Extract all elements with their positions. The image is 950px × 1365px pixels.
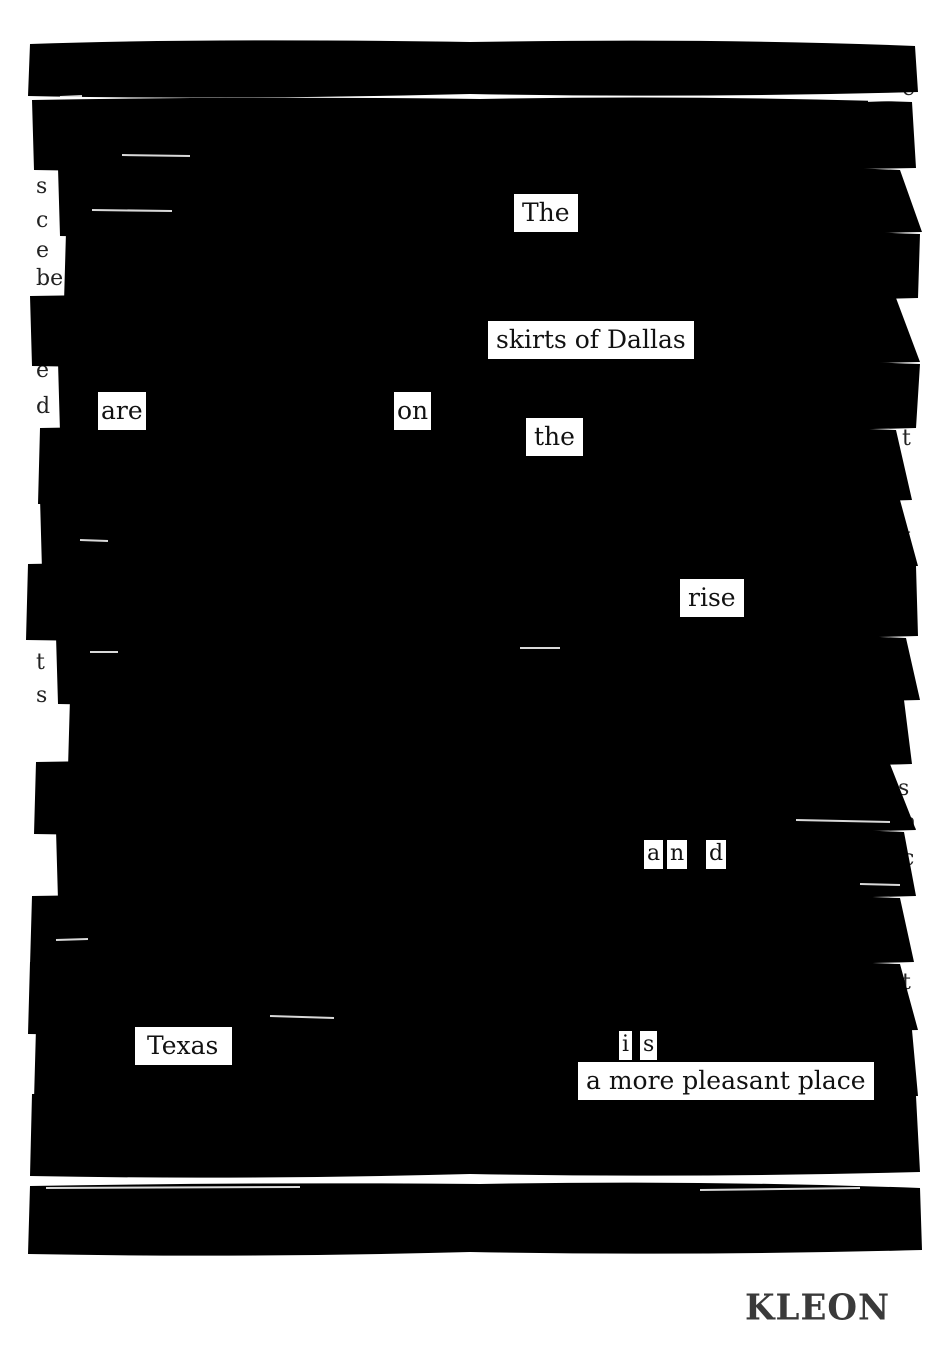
marker-stroke xyxy=(30,892,914,968)
marker-stroke xyxy=(28,40,918,98)
revealed-word-skirts-of-dallas: skirts of Dallas xyxy=(488,321,694,359)
margin-letter: be xyxy=(36,266,64,291)
marker-scratch xyxy=(121,154,191,157)
margin-letter: t xyxy=(902,426,911,451)
revealed-word-rise: rise xyxy=(680,579,744,617)
marker-stroke xyxy=(68,694,912,770)
marker-scratch xyxy=(91,209,173,212)
artist-signature: KLEON xyxy=(745,1287,891,1329)
marker-scratch xyxy=(269,1015,335,1019)
marker-scratch xyxy=(55,938,89,941)
revealed-letter-d: d xyxy=(706,840,727,869)
marker-stroke xyxy=(38,424,912,506)
revealed-letter-s: s xyxy=(640,1031,658,1060)
marker-stroke xyxy=(64,228,920,304)
revealed-word-on: on xyxy=(394,392,432,430)
marker-stroke xyxy=(34,758,916,836)
margin-letter: t xyxy=(36,650,45,675)
revealed-letter-i: i xyxy=(619,1031,633,1060)
marker-stroke xyxy=(56,826,916,902)
revealed-word-the-second: the xyxy=(526,418,583,456)
marker-scratch xyxy=(79,539,109,542)
margin-letter: s xyxy=(36,174,48,199)
margin-letter: d xyxy=(36,394,51,419)
marker-stroke xyxy=(58,358,920,434)
marker-scratch xyxy=(59,95,83,98)
marker-stroke xyxy=(26,560,918,642)
marker-scratch xyxy=(795,819,891,823)
revealed-phrase-a-more-pleasant-place: a more pleasant place xyxy=(578,1062,874,1100)
marker-scratch xyxy=(859,883,901,886)
marker-stroke xyxy=(28,1182,922,1256)
margin-letter: t xyxy=(902,970,911,995)
revealed-letter-a: a xyxy=(644,840,664,869)
marker-stroke xyxy=(32,97,916,172)
marker-scratch xyxy=(45,1186,301,1189)
marker-stroke xyxy=(30,1090,920,1178)
marker-stroke xyxy=(28,958,918,1036)
margin-letter: s xyxy=(898,776,910,801)
revealed-word-the: The xyxy=(514,194,578,232)
margin-letter: e xyxy=(36,238,50,263)
marker-scratch xyxy=(867,99,893,102)
marker-stroke xyxy=(58,164,922,238)
marker-stroke xyxy=(56,632,920,706)
revealed-word-are: are xyxy=(98,392,146,430)
revealed-letter-n: n xyxy=(667,840,688,869)
margin-letter: c xyxy=(36,208,49,233)
revealed-word-texas: Texas xyxy=(135,1027,233,1065)
marker-stroke xyxy=(40,494,918,572)
marker-scratch xyxy=(699,1187,861,1191)
margin-letter: s xyxy=(36,683,48,708)
marker-stroke xyxy=(30,293,920,368)
